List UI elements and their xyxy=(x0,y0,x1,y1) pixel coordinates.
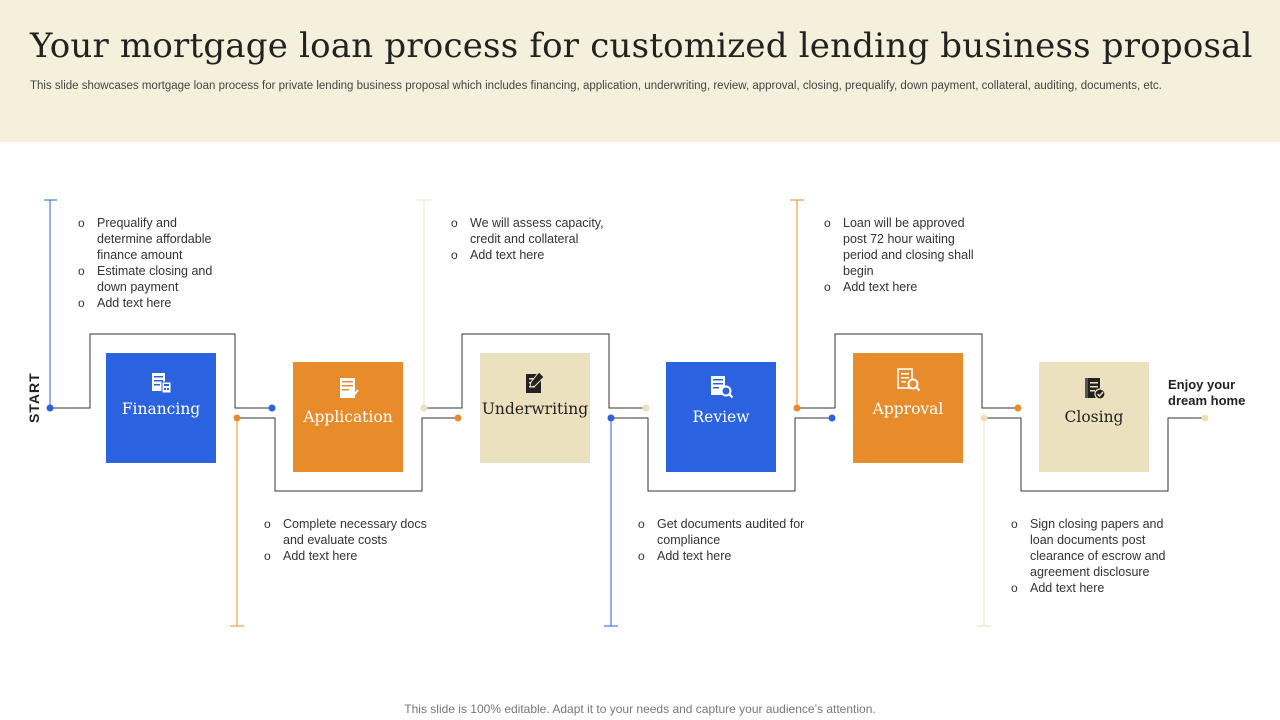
connector-approval xyxy=(797,333,1018,409)
step-label: Underwriting xyxy=(481,400,589,418)
step-label: Financing xyxy=(121,400,201,418)
application-form-icon xyxy=(293,376,403,404)
approval-search-icon xyxy=(853,367,963,395)
step-underwriting: Underwriting xyxy=(480,353,590,463)
step-financing: Financing xyxy=(106,353,216,463)
signing-document-icon xyxy=(480,369,590,397)
contract-book-icon xyxy=(1039,376,1149,404)
node-dot xyxy=(233,414,241,422)
end-label: Enjoy your dream home xyxy=(1168,377,1246,408)
node-dot xyxy=(980,414,988,422)
step-closing: Closing xyxy=(1039,362,1149,472)
step-label: Application xyxy=(303,408,393,426)
connector-review xyxy=(611,417,832,492)
connector-closing xyxy=(984,417,1205,492)
node-dot xyxy=(46,404,54,412)
page-subtitle: This slide showcases mortgage loan proce… xyxy=(30,80,1162,92)
node-dot xyxy=(828,414,836,422)
node-dot xyxy=(454,414,462,422)
node-dot xyxy=(1201,414,1209,422)
connector-application xyxy=(237,417,458,492)
node-dot xyxy=(607,414,615,422)
document-calculator-icon xyxy=(106,371,216,399)
step-label: Closing xyxy=(1064,408,1124,426)
node-dot xyxy=(268,404,276,412)
step-label: Approval xyxy=(872,400,944,418)
step-label: Review xyxy=(692,408,750,426)
step-application: Application xyxy=(293,362,403,472)
header-band: Your mortgage loan process for customize… xyxy=(0,0,1280,142)
node-dot xyxy=(793,404,801,412)
footer-note: This slide is 100% editable. Adapt it to… xyxy=(404,702,876,716)
page-title: Your mortgage loan process for customize… xyxy=(30,26,1253,66)
node-dot xyxy=(642,404,650,412)
connector-underwriting xyxy=(424,333,646,409)
start-label: START xyxy=(26,372,42,423)
node-dot xyxy=(420,404,428,412)
document-search-icon xyxy=(666,374,776,402)
node-dot xyxy=(1014,404,1022,412)
step-approval: Approval xyxy=(853,353,963,463)
step-review: Review xyxy=(666,362,776,472)
